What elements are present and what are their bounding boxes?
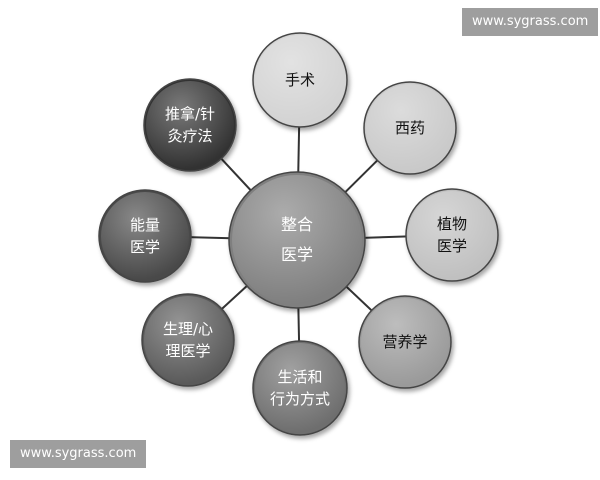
node-gloss-lifestyle (255, 343, 345, 433)
center-hub-gloss (232, 175, 362, 305)
node-gloss-mind-body (144, 296, 232, 384)
node-gloss-plant-medicine (408, 191, 496, 279)
node-gloss-massage-acupuncture (146, 81, 234, 169)
center-hub (228, 171, 366, 309)
node-gloss-western-medicine (366, 84, 454, 172)
node-surgery (252, 32, 348, 128)
node-lifestyle (252, 340, 348, 436)
node-plant-medicine (405, 188, 499, 282)
node-mind-body (141, 293, 235, 387)
node-western-medicine (363, 81, 457, 175)
node-gloss-energy-medicine (101, 192, 189, 280)
node-gloss-surgery (255, 35, 345, 125)
watermark-top: www.sygrass.com (462, 8, 599, 36)
node-gloss-nutrition (361, 298, 449, 386)
node-nutrition (358, 295, 452, 389)
satellite-nodes (98, 32, 499, 436)
node-massage-acupuncture (143, 78, 237, 172)
watermark-bottom: www.sygrass.com (10, 440, 147, 468)
node-energy-medicine (98, 189, 192, 283)
